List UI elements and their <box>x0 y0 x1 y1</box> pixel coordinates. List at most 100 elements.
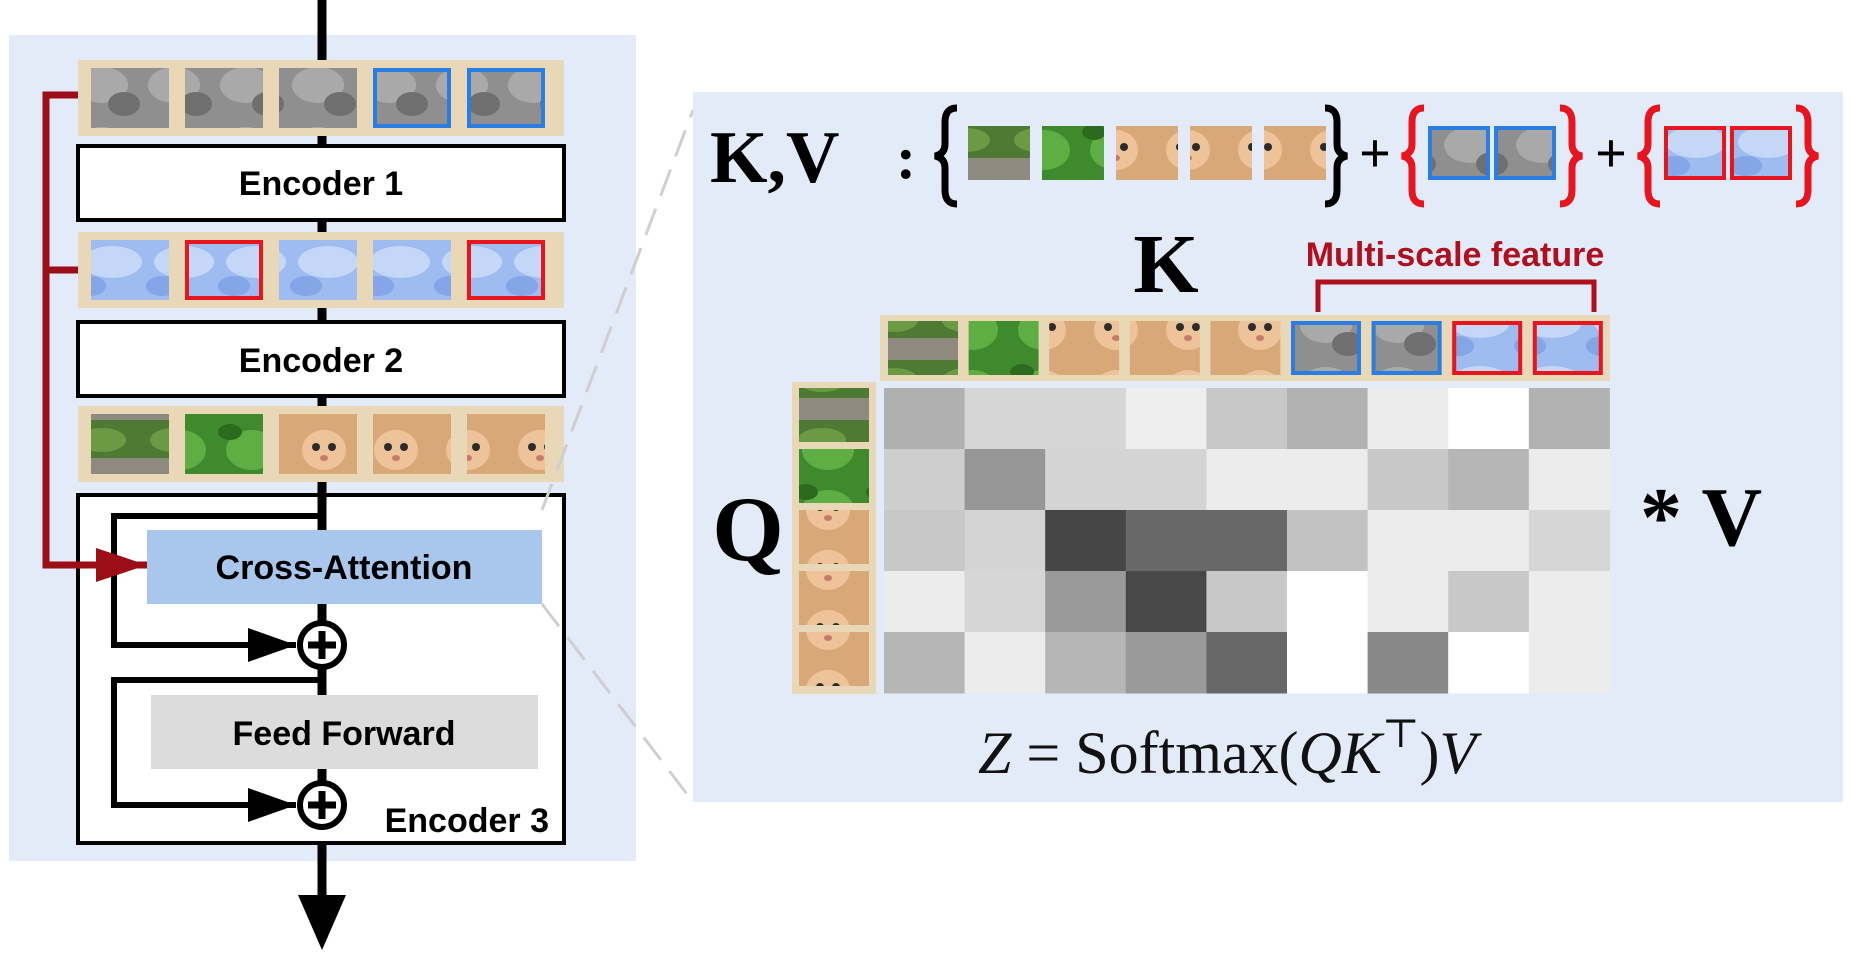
encoder-3-label: Encoder 3 <box>385 802 549 840</box>
k-token-row <box>880 315 1610 381</box>
attention-cell <box>964 571 1046 633</box>
kv-token-3 <box>1116 126 1178 180</box>
attention-cell <box>1045 449 1127 511</box>
attention-cell <box>884 388 966 450</box>
residual-arrowhead-2 <box>248 788 296 822</box>
attention-cell <box>1287 632 1369 694</box>
patch-row-natural <box>78 406 564 482</box>
encoder-2-label: Encoder 2 <box>239 342 403 380</box>
kv-colon: : <box>896 125 916 191</box>
row1-patch-1 <box>91 68 169 128</box>
k-token-5 <box>1210 321 1281 375</box>
q-token-5 <box>799 632 869 686</box>
attention-cell <box>1367 571 1449 633</box>
plus-sign-2: + <box>1595 123 1627 185</box>
q-token-1 <box>799 388 869 442</box>
kv-label: K,V <box>710 117 840 199</box>
row3-patch-1 <box>91 414 169 474</box>
attention-cell <box>884 510 966 572</box>
attention-cell <box>964 632 1046 694</box>
k-token-2 <box>968 321 1039 375</box>
row3-patch-2 <box>185 414 263 474</box>
formula-softmax: = Softmax( <box>1011 720 1298 786</box>
k-token-4 <box>1129 321 1200 375</box>
attention-cell <box>1287 571 1369 633</box>
row1-patch-2 <box>185 68 263 128</box>
attention-cell <box>884 571 966 633</box>
k-label: K <box>1133 218 1198 311</box>
k-token-9 <box>1532 321 1603 375</box>
times-v-label: * V <box>1640 471 1762 564</box>
attention-cell <box>1045 632 1127 694</box>
attention-matrix <box>884 388 1610 694</box>
kv-token-set: ++ <box>934 104 1819 208</box>
set-brace <box>1559 104 1583 208</box>
row3-patch-5 <box>467 414 545 474</box>
kv-scale2-token-2 <box>1730 126 1792 180</box>
q-token-3 <box>799 510 869 564</box>
kv-token-2 <box>1042 126 1104 180</box>
attention-cell <box>1367 449 1449 511</box>
attention-cell <box>1206 449 1288 511</box>
attention-cell <box>1287 510 1369 572</box>
row1-patch-5 <box>467 68 545 128</box>
q-token-2 <box>799 449 869 503</box>
attention-cell <box>1287 449 1369 511</box>
set-brace <box>1795 104 1819 208</box>
row2-patch-4 <box>373 240 451 300</box>
attention-cell <box>1528 571 1610 633</box>
attention-cell <box>1528 388 1610 450</box>
encoder-1-box <box>76 144 566 222</box>
k-token-8 <box>1452 321 1523 375</box>
attention-cell <box>1206 571 1288 633</box>
attention-cell <box>1448 571 1530 633</box>
patch-row-gray <box>78 60 564 136</box>
cross-attention-label: Cross-Attention <box>216 549 473 587</box>
attention-cell <box>1367 632 1449 694</box>
attention-cell <box>1125 632 1207 694</box>
kv-scale1-token-1 <box>1428 126 1490 180</box>
attention-cell <box>1206 510 1288 572</box>
formula-z: Z <box>978 720 1012 786</box>
kv-token-5 <box>1264 126 1326 180</box>
row3-patch-3 <box>279 414 357 474</box>
feed-forward-block <box>151 695 538 769</box>
attention-cell <box>884 632 966 694</box>
multiscale-bracket <box>1315 279 1597 312</box>
multiscale-label: Multi-scale feature <box>1306 236 1605 274</box>
attention-cell <box>1448 510 1530 572</box>
k-token-7 <box>1371 321 1442 375</box>
attention-formula: Z = Softmax(QK⊤)V <box>978 711 1482 786</box>
kv-scale2-token-1 <box>1664 126 1726 180</box>
cross-attention-block <box>147 530 542 604</box>
encoder-1-label: Encoder 1 <box>239 165 403 203</box>
row3-patch-4 <box>373 414 451 474</box>
encoder-2-box <box>76 320 566 398</box>
attention-cell <box>1206 388 1288 450</box>
add-node-1-icon <box>297 620 347 670</box>
q-token-4 <box>799 571 869 625</box>
set-brace <box>1637 104 1661 208</box>
plus-sign-1: + <box>1359 123 1391 185</box>
q-label: Q <box>712 478 784 580</box>
attention-cell <box>1528 632 1610 694</box>
attention-cell <box>884 449 966 511</box>
attention-cell <box>1125 510 1207 572</box>
attention-cell <box>1448 632 1530 694</box>
attention-cell <box>964 510 1046 572</box>
row2-patch-1 <box>91 240 169 300</box>
attention-cell <box>1045 388 1127 450</box>
q-token-column <box>792 382 876 694</box>
add-node-2-icon <box>297 780 347 830</box>
attention-cell <box>1448 388 1530 450</box>
attention-cell <box>1287 388 1369 450</box>
attention-cell <box>1045 510 1127 572</box>
formula-v: V <box>1439 720 1482 786</box>
formula-qk: QK <box>1299 720 1385 786</box>
patch-row-blue <box>78 232 564 308</box>
attention-cell <box>1528 510 1610 572</box>
attention-cell <box>1206 632 1288 694</box>
attention-cell <box>1528 449 1610 511</box>
formula-close-paren: ) <box>1420 720 1440 786</box>
row1-patch-3 <box>279 68 357 128</box>
